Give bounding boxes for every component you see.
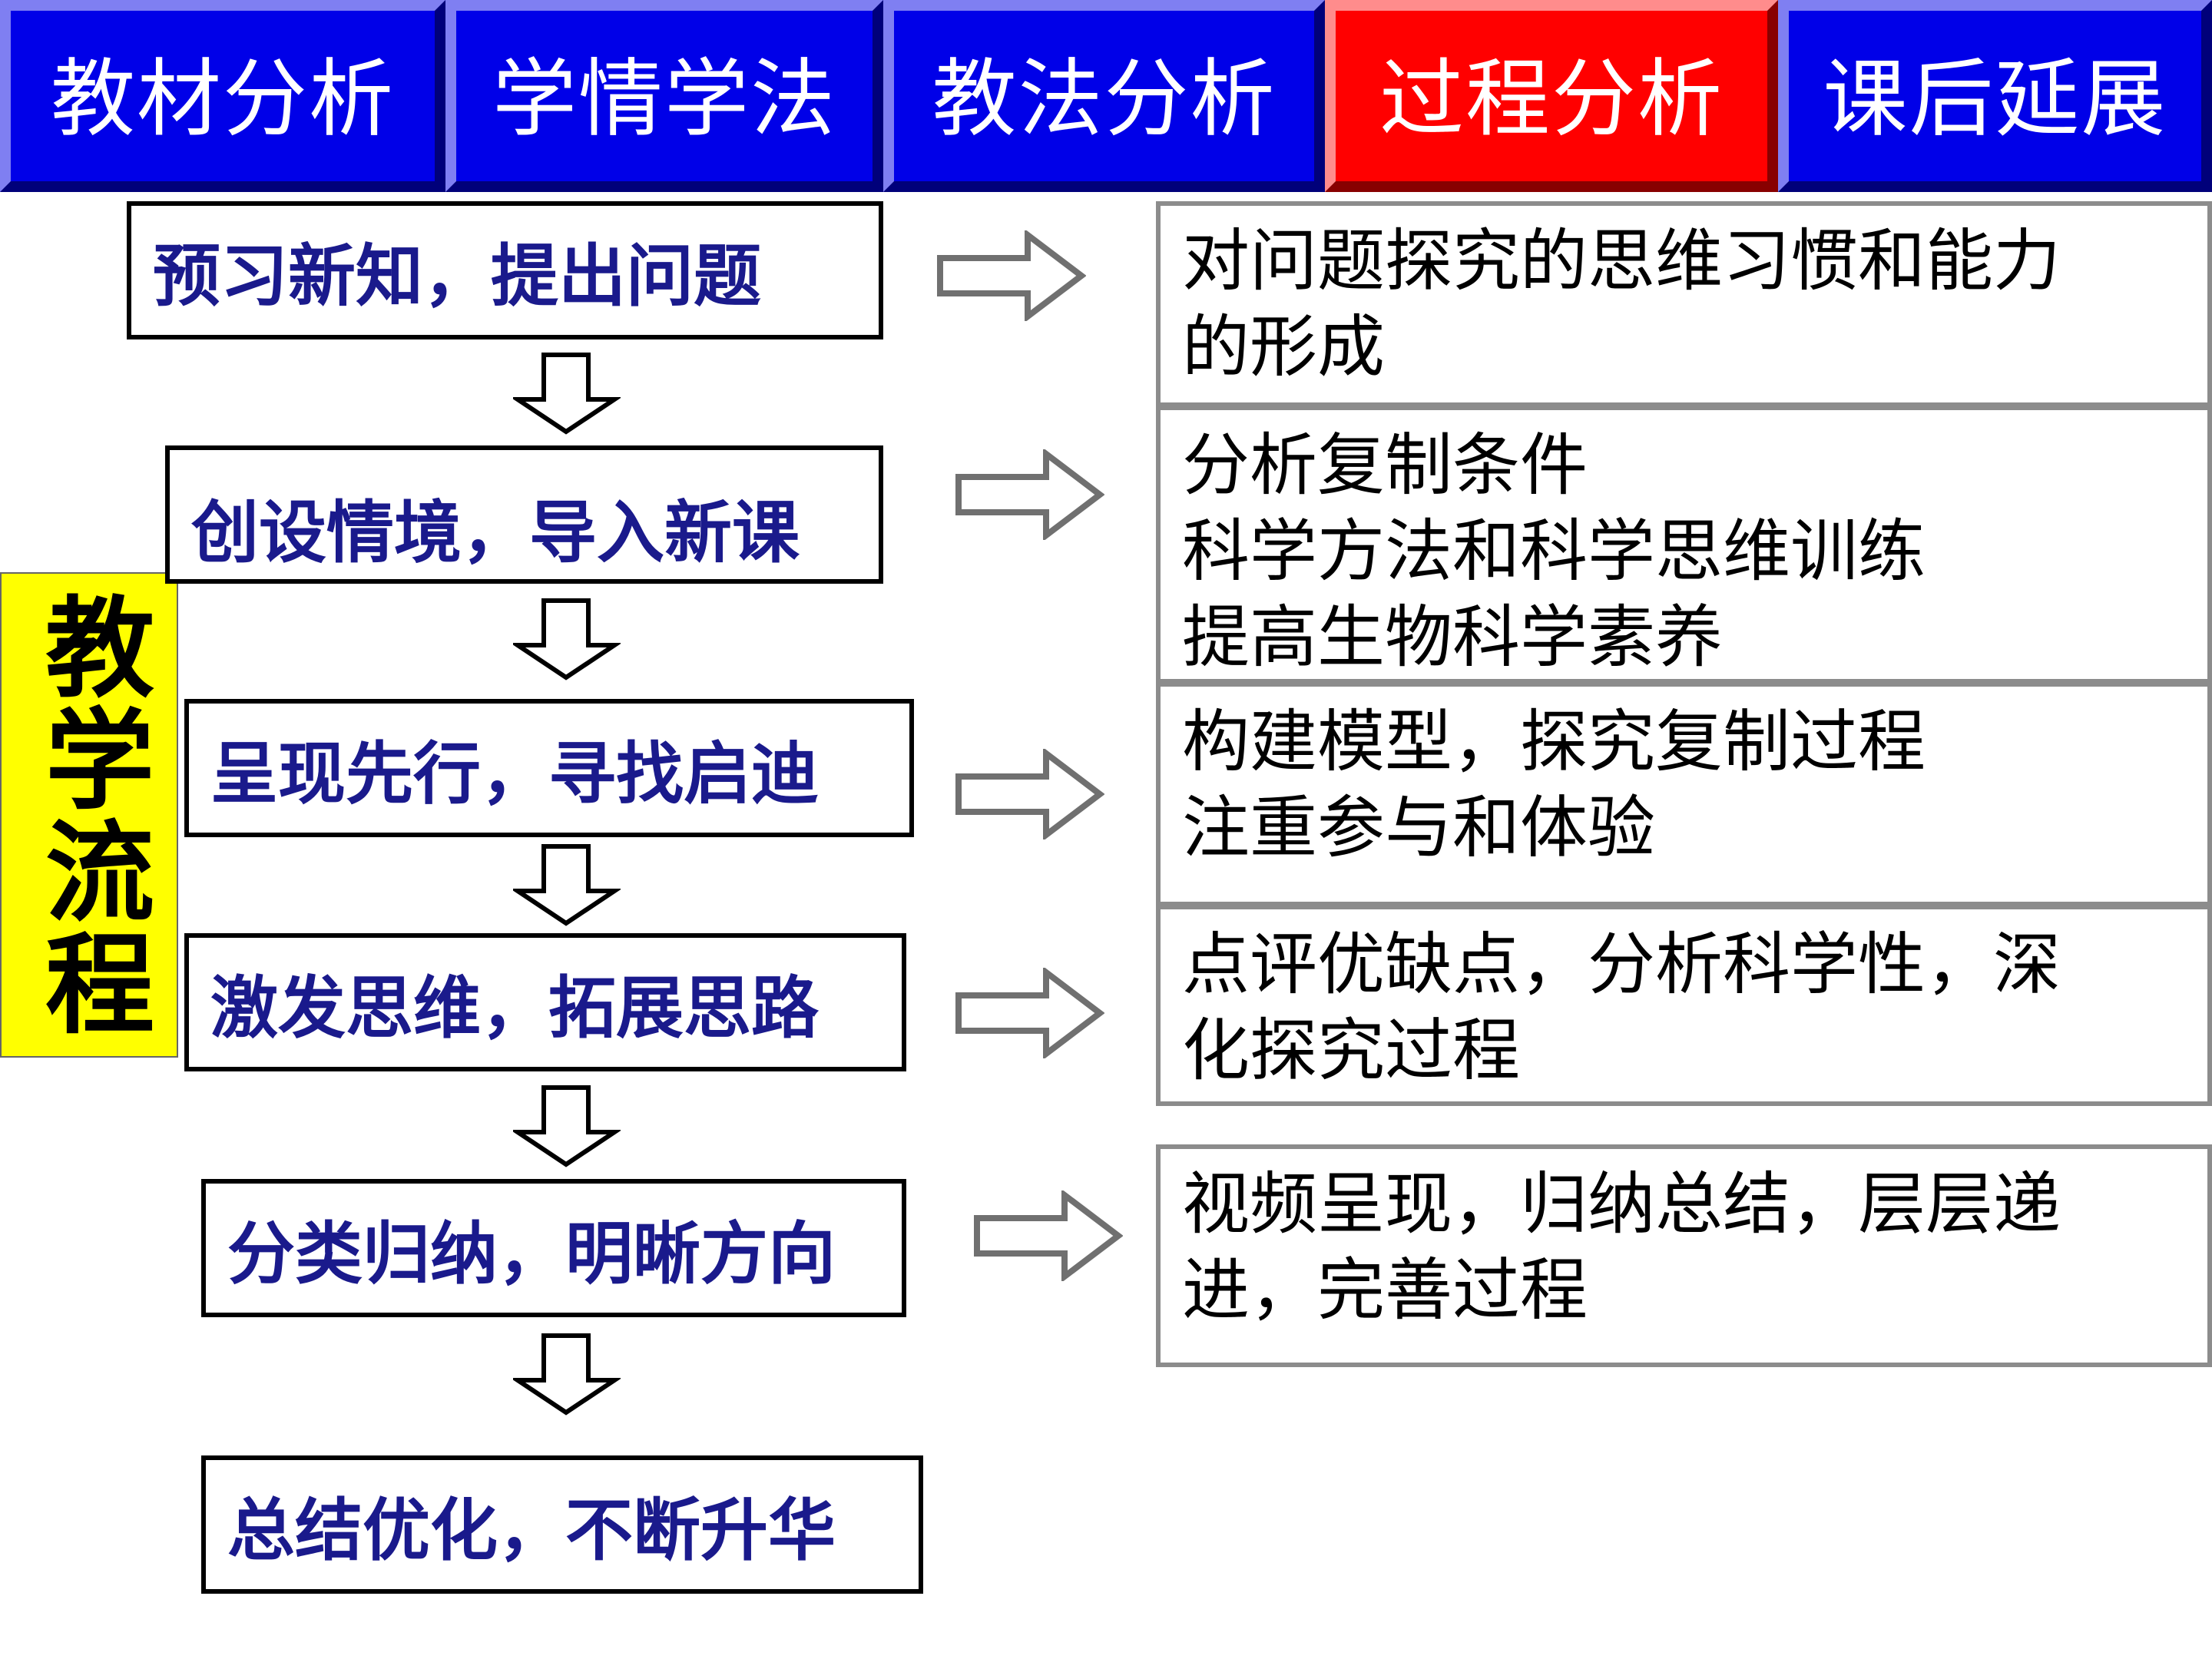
flow-step-text: 创设情境，导入新课 xyxy=(191,493,800,572)
flow-step-text: 分类归纳，明晰方向 xyxy=(227,1214,836,1293)
down-arrow-icon xyxy=(513,353,621,435)
tab-label: 教法分析 xyxy=(932,50,1277,148)
description-box-4: 点评优缺点，分析科学性，深 化探究过程 xyxy=(1156,905,2212,1106)
description-line: 注重参与和体验 xyxy=(1182,788,1656,867)
description-line: 对问题探究的思维习惯和能力 xyxy=(1182,221,2061,300)
down-arrow-icon xyxy=(513,598,621,680)
right-arrow-icon xyxy=(955,968,1104,1058)
description-line: 的形成 xyxy=(1182,307,1386,386)
down-arrow-icon xyxy=(513,844,621,926)
description-line: 构建模型，探究复制过程 xyxy=(1182,702,1926,781)
description-line: 分析复制条件 xyxy=(1182,426,1588,505)
teaching-flow-label: 教学流程 xyxy=(0,572,178,1058)
description-line: 视频呈现，归纳总结，层层递 xyxy=(1182,1164,2061,1243)
flow-step-1: 预习新知，提出问题 xyxy=(127,201,883,339)
right-arrow-icon xyxy=(937,230,1086,321)
side-label-text: 教学流程 xyxy=(26,591,153,1039)
description-line: 化探究过程 xyxy=(1182,1011,1521,1090)
description-box-2: 分析复制条件 科学方法和科学思维训练 提高生物科学素养 xyxy=(1156,406,2212,684)
description-box-3: 构建模型，探究复制过程 注重参与和体验 xyxy=(1156,682,2212,906)
description-line: 点评优缺点，分析科学性，深 xyxy=(1182,925,2061,1004)
flow-step-4: 激发思维，拓展思路 xyxy=(184,933,906,1071)
right-arrow-icon xyxy=(974,1190,1123,1281)
tab-process-analysis[interactable]: 过程分析 xyxy=(1325,0,1778,192)
right-arrow-icon xyxy=(955,449,1104,540)
description-line: 科学方法和科学思维训练 xyxy=(1182,512,1926,591)
flow-step-text: 激发思维，拓展思路 xyxy=(210,968,820,1048)
flow-step-3: 呈现先行，寻找启迪 xyxy=(184,699,914,837)
tab-label: 过程分析 xyxy=(1379,50,1724,148)
flow-step-text: 预习新知，提出问题 xyxy=(153,236,762,316)
tab-label: 学情学法 xyxy=(492,50,836,148)
down-arrow-icon xyxy=(513,1333,621,1416)
tab-label: 教材分析 xyxy=(51,50,395,148)
flow-step-6: 总结优化，不断升华 xyxy=(201,1455,923,1594)
flow-step-2: 创设情境，导入新课 xyxy=(165,445,883,584)
flow-step-text: 呈现先行，寻找启迪 xyxy=(210,733,820,813)
tab-learning-situation[interactable]: 学情学法 xyxy=(445,0,883,192)
tab-label: 课后延展 xyxy=(1823,50,2167,148)
description-line: 提高生物科学素养 xyxy=(1182,598,1724,677)
tab-textbook-analysis[interactable]: 教材分析 xyxy=(0,0,445,192)
right-arrow-icon xyxy=(955,749,1104,839)
description-box-1: 对问题探究的思维习惯和能力 的形成 xyxy=(1156,201,2212,407)
flow-step-text: 总结优化，不断升华 xyxy=(227,1490,836,1570)
down-arrow-icon xyxy=(513,1085,621,1167)
description-line: 进，完善过程 xyxy=(1182,1250,1588,1330)
tab-after-class-extension[interactable]: 课后延展 xyxy=(1778,0,2212,192)
description-box-5: 视频呈现，归纳总结，层层递 进，完善过程 xyxy=(1156,1144,2212,1367)
tab-teaching-method[interactable]: 教法分析 xyxy=(883,0,1325,192)
flow-step-5: 分类归纳，明晰方向 xyxy=(201,1179,906,1317)
